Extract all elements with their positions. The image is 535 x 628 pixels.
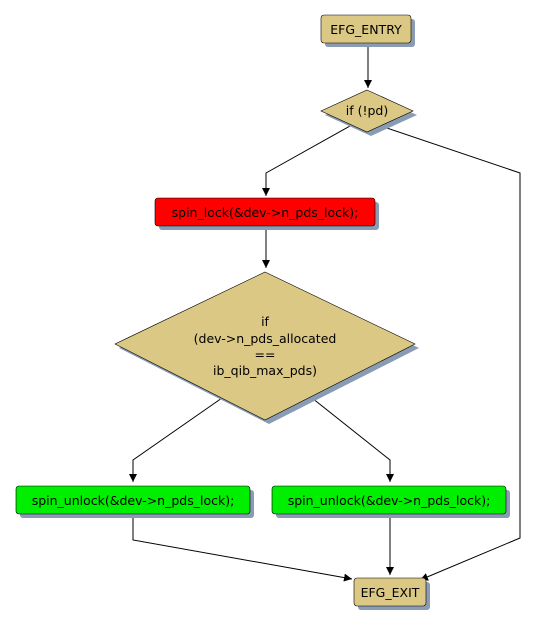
node-if-pd-diamond [320, 89, 414, 133]
edges [129, 45, 521, 582]
node-entry-box [320, 14, 412, 44]
node-if-pd-label: if (!pd) [346, 103, 388, 118]
node-if-alloc-diamond [114, 271, 416, 421]
edge-if-alloc-to-unlock-right [311, 397, 394, 482]
node-if-alloc-line-2: (dev->n_pds_allocated [194, 331, 337, 346]
node-if-alloc-line-3: == [255, 347, 276, 362]
node-exit: EFG_EXIT [353, 577, 430, 610]
edge-unlock-left-to-exit [132, 515, 353, 582]
node-unlock-right-box [271, 485, 507, 515]
node-unlock-right: spin_unlock(&dev->n_pds_lock); [271, 485, 510, 518]
edge-if-pd-to-spin-lock [262, 125, 351, 196]
node-entry-label: EFG_ENTRY [330, 22, 402, 37]
node-if-alloc: if (dev->n_pds_allocated == ib_qib_max_p… [114, 271, 419, 424]
edge-if-pd-to-exit [374, 123, 521, 581]
node-spin-lock: spin_lock(&dev->n_pds_lock); [154, 197, 379, 230]
node-spin-lock-label: spin_lock(&dev->n_pds_lock); [172, 205, 359, 220]
node-spin-lock-box [154, 197, 376, 227]
node-if-alloc-line-1: if [261, 314, 269, 329]
node-if-alloc-line-4: ib_qib_max_pds) [213, 363, 317, 378]
node-unlock-left-box [15, 485, 251, 515]
edge-if-alloc-to-unlock-left [129, 397, 223, 482]
node-unlock-left-label: spin_unlock(&dev->n_pds_lock); [32, 493, 235, 508]
node-exit-box [353, 577, 427, 607]
node-entry: EFG_ENTRY [320, 14, 415, 47]
node-exit-label: EFG_EXIT [361, 585, 420, 600]
node-unlock-left: spin_unlock(&dev->n_pds_lock); [15, 485, 254, 518]
node-if-pd: if (!pd) [320, 89, 417, 136]
node-unlock-right-label: spin_unlock(&dev->n_pds_lock); [288, 493, 491, 508]
